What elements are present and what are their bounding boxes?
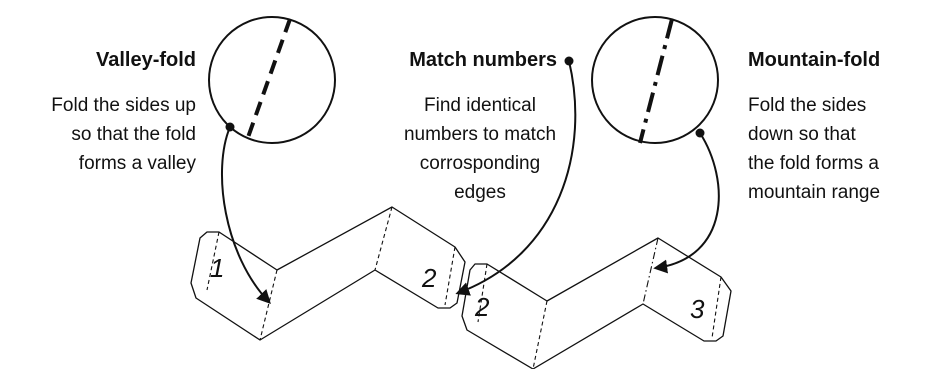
match-numbers-desc-line-3: corrosponding <box>420 153 540 174</box>
left-piece-fold-4 <box>444 246 456 306</box>
match-numbers-desc-line-1: Find identical <box>424 95 536 116</box>
valley-fold-desc-line-2: so that the fold <box>71 124 196 145</box>
mountain-fold-desc-line-4: mountain range <box>748 182 880 203</box>
valley-fold-legend: Valley-fold Fold the sides up so that th… <box>51 16 336 174</box>
match-numbers-arrow <box>455 60 577 296</box>
right-piece-fold-2 <box>532 300 548 369</box>
mountain-fold-desc-line-2: down so that <box>748 124 856 145</box>
valley-fold-arrow <box>221 126 271 305</box>
left-piece-fold-3 <box>374 206 393 271</box>
left-piece-fold-2 <box>259 269 278 341</box>
mountain-fold-arrow <box>653 132 720 274</box>
match-numbers-desc-line-2: numbers to match <box>404 124 556 145</box>
right-piece-fold-1 <box>477 263 488 323</box>
valley-fold-desc-line-3: forms a valley <box>79 153 197 174</box>
mountain-fold-desc-line-1: Fold the sides <box>748 95 866 116</box>
left-piece-label-2: 2 <box>421 263 437 293</box>
left-piece-fold-1 <box>206 231 220 291</box>
right-piece-label-2: 2 <box>474 292 490 322</box>
right-piece-fold-4 <box>711 276 722 339</box>
right-piece-fold-3 <box>642 237 659 305</box>
match-numbers-desc-line-4: edges <box>454 182 506 203</box>
mountain-fold-line-sample <box>638 18 674 144</box>
mountain-fold-desc-line-3: the fold forms a <box>748 153 879 174</box>
valley-fold-desc-line-1: Fold the sides up <box>51 95 196 116</box>
left-piece-label-1: 1 <box>210 253 224 283</box>
left-piece-outline <box>190 206 466 341</box>
valley-fold-zoom-circle <box>208 16 336 144</box>
right-piece: 2 3 <box>461 237 732 369</box>
left-piece: 1 2 <box>190 206 466 341</box>
mountain-fold-zoom-circle <box>591 16 719 144</box>
valley-fold-title: Valley-fold <box>96 49 196 71</box>
right-piece-outline <box>461 237 732 369</box>
match-numbers-title: Match numbers <box>409 49 557 71</box>
connector-arrows <box>221 56 720 305</box>
right-piece-label-3: 3 <box>690 294 705 324</box>
mountain-fold-legend: Mountain-fold Fold the sides down so tha… <box>591 16 880 203</box>
mountain-fold-title: Mountain-fold <box>748 49 880 71</box>
match-numbers-legend: Match numbers Find identical numbers to … <box>404 49 557 203</box>
